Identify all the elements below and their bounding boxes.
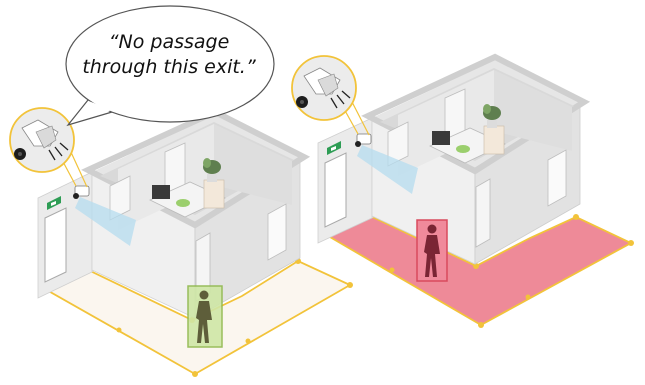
right-inner-door: [476, 179, 490, 247]
right-exit-door: [325, 153, 346, 227]
right-side-door: [548, 150, 566, 206]
left-cabinet: [204, 180, 224, 208]
right-camera-zoom-circle: [292, 56, 356, 120]
left-side-door: [268, 204, 286, 260]
speech-bubble-line-2: through this exit.”: [82, 56, 255, 78]
left-exit-door: [45, 208, 66, 282]
speech-bubble-text: “No passage through this exit.”: [64, 30, 274, 80]
left-camera-zoom-circle: [10, 108, 74, 172]
right-monitor: [432, 131, 450, 145]
speech-bubble-line-1: “No passage: [109, 31, 230, 53]
left-chair: [176, 199, 190, 207]
right-cabinet: [484, 126, 504, 154]
left-monitor: [152, 185, 170, 199]
right-chair: [456, 145, 470, 153]
